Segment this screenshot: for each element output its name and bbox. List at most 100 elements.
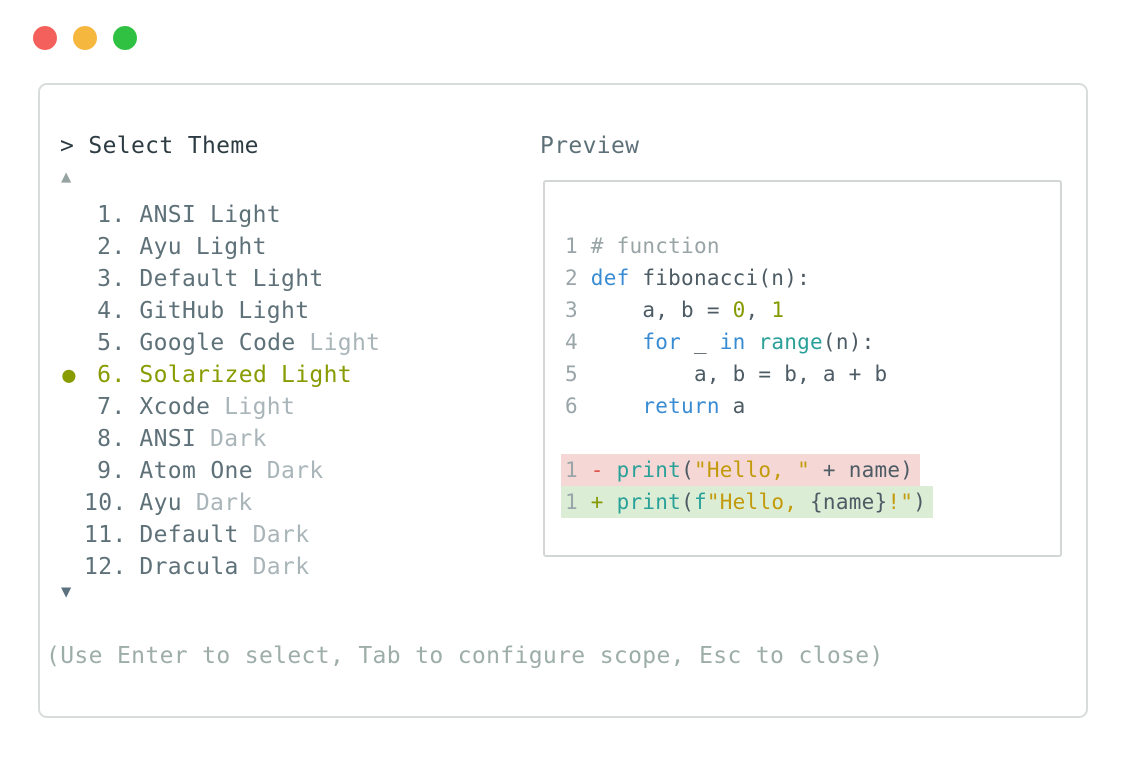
zoom-button[interactable] <box>113 26 137 50</box>
code-token: {name} <box>810 490 888 514</box>
theme-item-number: 2. <box>97 234 126 260</box>
theme-item-number: 6. <box>97 362 126 388</box>
theme-item-number: 3. <box>97 266 126 292</box>
code-token: def <box>590 266 630 290</box>
picker-prompt: > Select Theme <box>60 133 259 159</box>
code-token: ) <box>913 490 927 514</box>
theme-item-number: 9. <box>97 458 126 484</box>
close-button[interactable] <box>33 26 57 50</box>
theme-list-item[interactable]: 7. Xcode Light <box>54 391 524 423</box>
code-line-content: 4 for _ in range(n): <box>561 326 882 358</box>
code-token: 1 <box>565 458 591 482</box>
theme-item-variant: Light <box>210 202 282 228</box>
code-token: , <box>745 298 772 322</box>
code-token: 1 <box>565 490 591 514</box>
theme-item-number: 5. <box>97 330 126 356</box>
code-line-content <box>561 422 572 454</box>
code-token: f <box>693 490 707 514</box>
code-token: - <box>590 458 617 482</box>
theme-item-name: Atom One <box>139 458 253 484</box>
code-token: 1 <box>771 298 785 322</box>
theme-item-variant: Light <box>195 234 267 260</box>
theme-item-name: Dracula <box>139 554 239 580</box>
code-line: 2 def fibonacci(n): <box>561 262 1060 294</box>
theme-list-item[interactable]: 11. Default Dark <box>54 519 524 551</box>
theme-item-name: ANSI <box>139 426 197 452</box>
theme-item-number: 1. <box>97 202 126 228</box>
code-line: 4 for _ in range(n): <box>561 326 1060 358</box>
theme-item-variant: Dark <box>252 522 310 548</box>
theme-item-name: Default <box>139 522 239 548</box>
code-token: 2 <box>565 266 591 290</box>
theme-item-variant: Light <box>224 394 296 420</box>
code-line-content: 2 def fibonacci(n): <box>561 262 817 294</box>
theme-item-name: Google Code <box>139 330 296 356</box>
theme-item-variant: Dark <box>195 490 253 516</box>
scroll-up-icon[interactable]: ▲ <box>61 167 72 187</box>
theme-item-variant: Light <box>309 330 381 356</box>
theme-item-name: ANSI <box>139 202 197 228</box>
code-token: a <box>719 394 746 418</box>
code-token: a, b = b, a + b <box>590 362 888 386</box>
theme-item-number: 12. <box>84 554 127 580</box>
theme-list-item[interactable]: ● 6. Solarized Light <box>54 359 524 391</box>
minimize-button[interactable] <box>73 26 97 50</box>
diff-added-line: 1 + print(f"Hello, {name}!") <box>561 486 934 518</box>
code-line: 1 # function <box>561 230 1060 262</box>
theme-list-item[interactable]: 3. Default Light <box>54 263 524 295</box>
theme-item-number: 11. <box>84 522 127 548</box>
theme-item-name: Solarized <box>139 362 268 388</box>
code-line-content: 1 # function <box>561 230 727 262</box>
theme-list: 1. ANSI Light 2. Ayu Light 3. Default Li… <box>54 199 524 583</box>
code-line: 6 return a <box>561 390 1060 422</box>
scroll-down-icon[interactable]: ▼ <box>61 582 72 602</box>
help-text: (Use Enter to select, Tab to configure s… <box>46 643 884 669</box>
theme-list-item[interactable]: 4. GitHub Light <box>54 295 524 327</box>
code-token: "Hello, <box>706 490 811 514</box>
preview-label: Preview <box>540 133 640 159</box>
code-token: !" <box>887 490 914 514</box>
code-token: for <box>642 330 682 354</box>
code-token: fibonacci(n): <box>629 266 810 290</box>
code-token <box>746 330 759 354</box>
theme-list-item[interactable]: 9. Atom One Dark <box>54 455 524 487</box>
code-token: range <box>758 330 823 354</box>
code-line-content: 3 a, b = 0, 1 <box>561 294 791 326</box>
theme-item-number: 8. <box>97 426 126 452</box>
code-line <box>561 422 1060 454</box>
theme-item-variant: Dark <box>266 458 324 484</box>
code-token: (n): <box>822 330 875 354</box>
code-token: 1 <box>565 234 591 258</box>
theme-item-variant: Dark <box>210 426 267 452</box>
code-token <box>591 394 643 418</box>
theme-item-number: 7. <box>97 394 126 420</box>
theme-list-item[interactable]: 12. Dracula Dark <box>54 551 524 583</box>
code-token: 4 <box>565 330 591 354</box>
code-token: + name) <box>810 458 914 482</box>
theme-item-name: Ayu <box>139 234 182 260</box>
code-token: + <box>590 490 617 514</box>
theme-item-variant: Light <box>252 266 324 292</box>
code-token: 6 <box>565 394 591 418</box>
code-line-content: 6 return a <box>561 390 753 422</box>
theme-item-name: GitHub <box>139 298 225 324</box>
theme-item-name: Default <box>139 266 239 292</box>
theme-list-item[interactable]: 5. Google Code Light <box>54 327 524 359</box>
code-token: ( <box>681 490 694 514</box>
code-token: print <box>616 458 682 482</box>
theme-item-variant: Dark <box>252 554 310 580</box>
code-token <box>591 330 643 354</box>
code-line: 5 a, b = b, a + b <box>561 358 1060 390</box>
theme-list-item[interactable]: 10. Ayu Dark <box>54 487 524 519</box>
theme-item-variant: Light <box>238 298 310 324</box>
code-line: 3 a, b = 0, 1 <box>561 294 1060 326</box>
theme-item-name: Ayu <box>139 490 182 516</box>
theme-list-item[interactable]: 2. Ayu Light <box>54 231 524 263</box>
theme-list-item[interactable]: 1. ANSI Light <box>54 199 524 231</box>
theme-list-item[interactable]: 8. ANSI Dark <box>54 423 524 455</box>
code-token: 3 <box>565 298 591 322</box>
theme-picker-window: > Select Theme Preview ▲ 1. ANSI Light 2… <box>38 83 1088 718</box>
selected-bullet-icon: ● <box>62 362 76 388</box>
code-token: in <box>719 330 746 354</box>
